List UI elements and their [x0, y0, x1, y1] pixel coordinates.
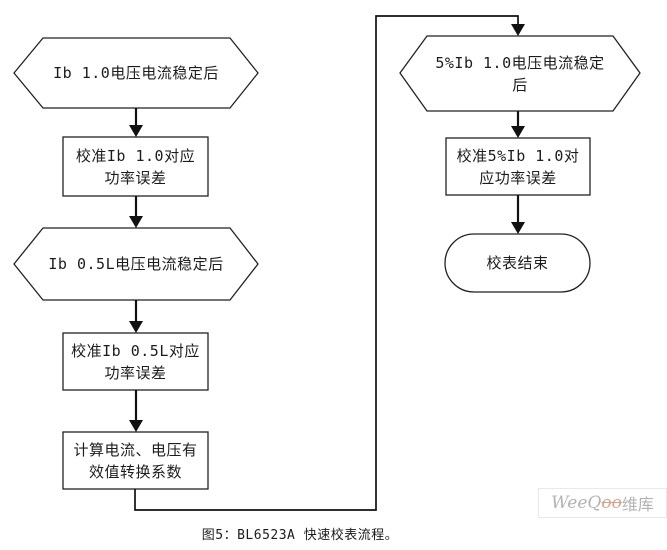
node-label-cal-ib10: 校准Ib 1.0对应 功率误差	[75, 146, 196, 187]
node-shape-end-terminator	[444, 233, 591, 293]
node-label-end: 校表结束	[486, 254, 549, 272]
arrow-head-cal-to-ib05l	[129, 216, 143, 228]
node-shape-ib10-stable	[13, 37, 259, 109]
node-label-ib10-stable: Ib 1.0电压电流稳定后	[53, 64, 219, 82]
node-label-cal-ib5pct: 校准5%Ib 1.0对 应功率误差	[456, 146, 580, 187]
watermark-latin-prefix: WeeQ	[551, 493, 602, 513]
node-label-ib5pct-stable: 5%Ib 1.0电压电流稳定 后	[435, 53, 605, 94]
arrow-head-ib5pct-to-cal	[511, 126, 525, 138]
node-label-cal-ib05l: 校准Ib 0.5L对应 功率误差	[71, 341, 200, 382]
arrow-head-ib10-to-cal	[129, 125, 143, 137]
connector-loop-arrowhead	[511, 24, 525, 36]
node-shape-ib05l-stable	[13, 227, 259, 301]
connector-loop-line	[134, 15, 519, 511]
watermark-cjk-suffix: 维库	[621, 495, 654, 514]
node-label-calc-rms: 计算电流、电压有 效值转换系数	[73, 440, 198, 481]
arrow-head-cal-to-end	[511, 222, 525, 234]
arrow-head-ib05l-to-cal	[129, 321, 143, 333]
arrow-head-cal-to-calc	[129, 420, 143, 432]
watermark-latin-accent: oo	[601, 493, 622, 513]
node-label-ib05l-stable: Ib 0.5L电压电流稳定后	[48, 255, 224, 273]
node-shape-ib5pct-stable	[399, 35, 641, 112]
figure-caption: 图5：BL6523A 快速校表流程。	[201, 528, 399, 543]
